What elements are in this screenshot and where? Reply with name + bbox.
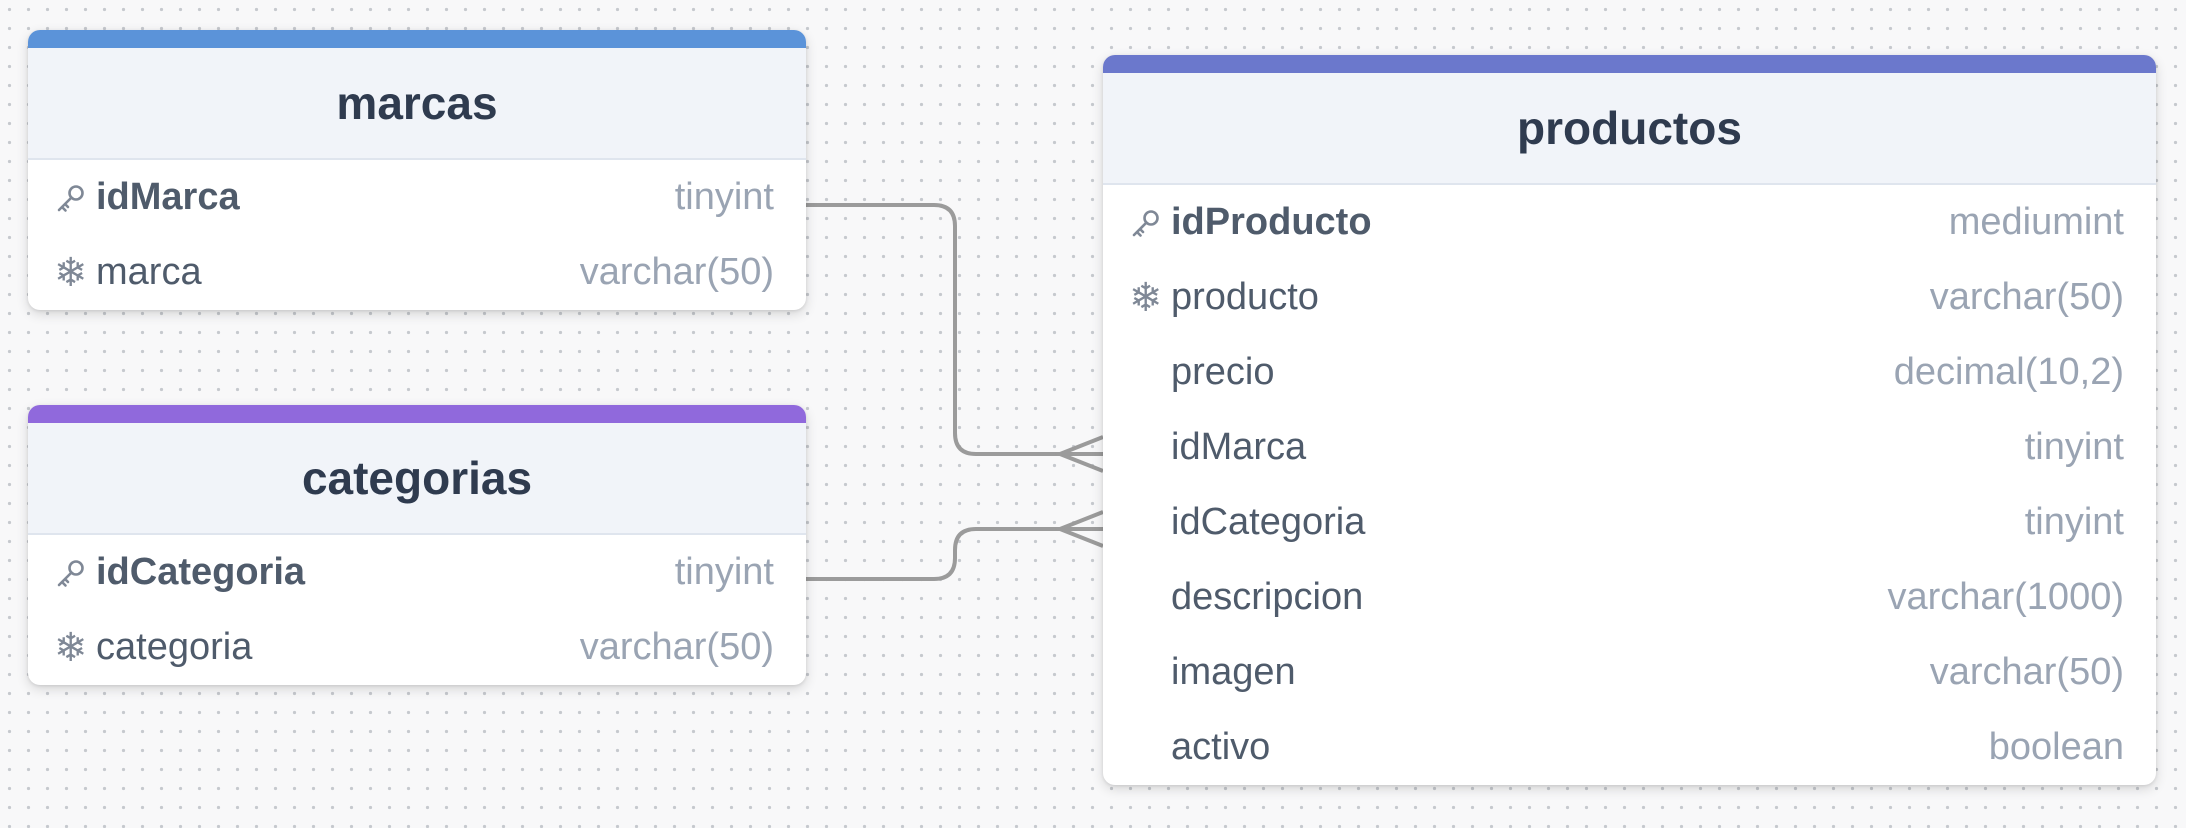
table-row[interactable]: imagen varchar(50) xyxy=(1103,635,2156,710)
table-row[interactable]: activo boolean xyxy=(1103,710,2156,785)
key-icon xyxy=(1129,206,1171,240)
column-name: idCategoria xyxy=(96,551,306,593)
relationship-categorias-productos[interactable] xyxy=(806,527,1103,581)
key-icon xyxy=(54,181,96,215)
column-name: precio xyxy=(1171,351,1275,393)
table-accent-bar xyxy=(28,405,806,423)
table-title: productos xyxy=(1517,102,1742,154)
table-header: categorias xyxy=(28,423,806,535)
column-name: descripcion xyxy=(1171,576,1364,618)
column-type: varchar(50) xyxy=(1929,276,2124,318)
column-name: idMarca xyxy=(1171,426,1307,468)
column-name: imagen xyxy=(1171,651,1296,693)
column-name: marca xyxy=(96,251,202,293)
table-row[interactable]: idCategoria tinyint xyxy=(1103,485,2156,560)
unique-icon: ❄ xyxy=(1129,275,1163,320)
table-title: categorias xyxy=(301,452,533,504)
column-name: idProducto xyxy=(1171,201,1372,243)
column-type: varchar(1000) xyxy=(1887,576,2124,618)
column-name: producto xyxy=(1171,276,1319,318)
column-type: varchar(50) xyxy=(1929,651,2124,693)
crowfoot-categorias-productos xyxy=(1054,510,1104,548)
table-row[interactable]: idMarca tinyint xyxy=(1103,410,2156,485)
table-row[interactable]: ❄ marca varchar(50) xyxy=(28,235,806,310)
column-name: idMarca xyxy=(96,176,240,218)
table-productos[interactable]: productos idProducto mediumint ❄ product… xyxy=(1103,55,2156,785)
table-row[interactable]: idProducto mediumint xyxy=(1103,185,2156,260)
key-icon xyxy=(54,556,96,590)
column-type: mediumint xyxy=(1948,201,2124,243)
table-accent-bar xyxy=(28,30,806,48)
table-title: marcas xyxy=(336,77,498,129)
column-type: varchar(50) xyxy=(579,626,774,668)
column-type: tinyint xyxy=(2024,501,2124,543)
table-header: productos xyxy=(1103,73,2156,185)
column-type: tinyint xyxy=(674,551,774,593)
unique-icon: ❄ xyxy=(54,250,88,295)
table-row[interactable]: ❄ categoria varchar(50) xyxy=(28,610,806,685)
table-row[interactable]: idMarca tinyint xyxy=(28,160,806,235)
table-row[interactable]: idCategoria tinyint xyxy=(28,535,806,610)
table-marcas[interactable]: marcas idMarca tinyint ❄ marca varchar(5… xyxy=(28,30,806,310)
column-name: categoria xyxy=(96,626,253,668)
column-type: tinyint xyxy=(2024,426,2124,468)
column-type: varchar(50) xyxy=(579,251,774,293)
table-header: marcas xyxy=(28,48,806,160)
column-type: boolean xyxy=(1988,726,2124,768)
column-name: activo xyxy=(1171,726,1271,768)
table-accent-bar xyxy=(1103,55,2156,73)
column-type: tinyint xyxy=(674,176,774,218)
table-row[interactable]: precio decimal(10,2) xyxy=(1103,335,2156,410)
column-name: idCategoria xyxy=(1171,501,1366,543)
table-row[interactable]: ❄ producto varchar(50) xyxy=(1103,260,2156,335)
unique-icon: ❄ xyxy=(54,625,88,670)
table-categorias[interactable]: categorias idCategoria tinyint ❄ categor… xyxy=(28,405,806,685)
crowfoot-marcas-productos xyxy=(1054,435,1104,473)
relationship-marcas-productos[interactable] xyxy=(806,203,1103,456)
column-type: decimal(10,2) xyxy=(1893,351,2124,393)
table-row[interactable]: descripcion varchar(1000) xyxy=(1103,560,2156,635)
